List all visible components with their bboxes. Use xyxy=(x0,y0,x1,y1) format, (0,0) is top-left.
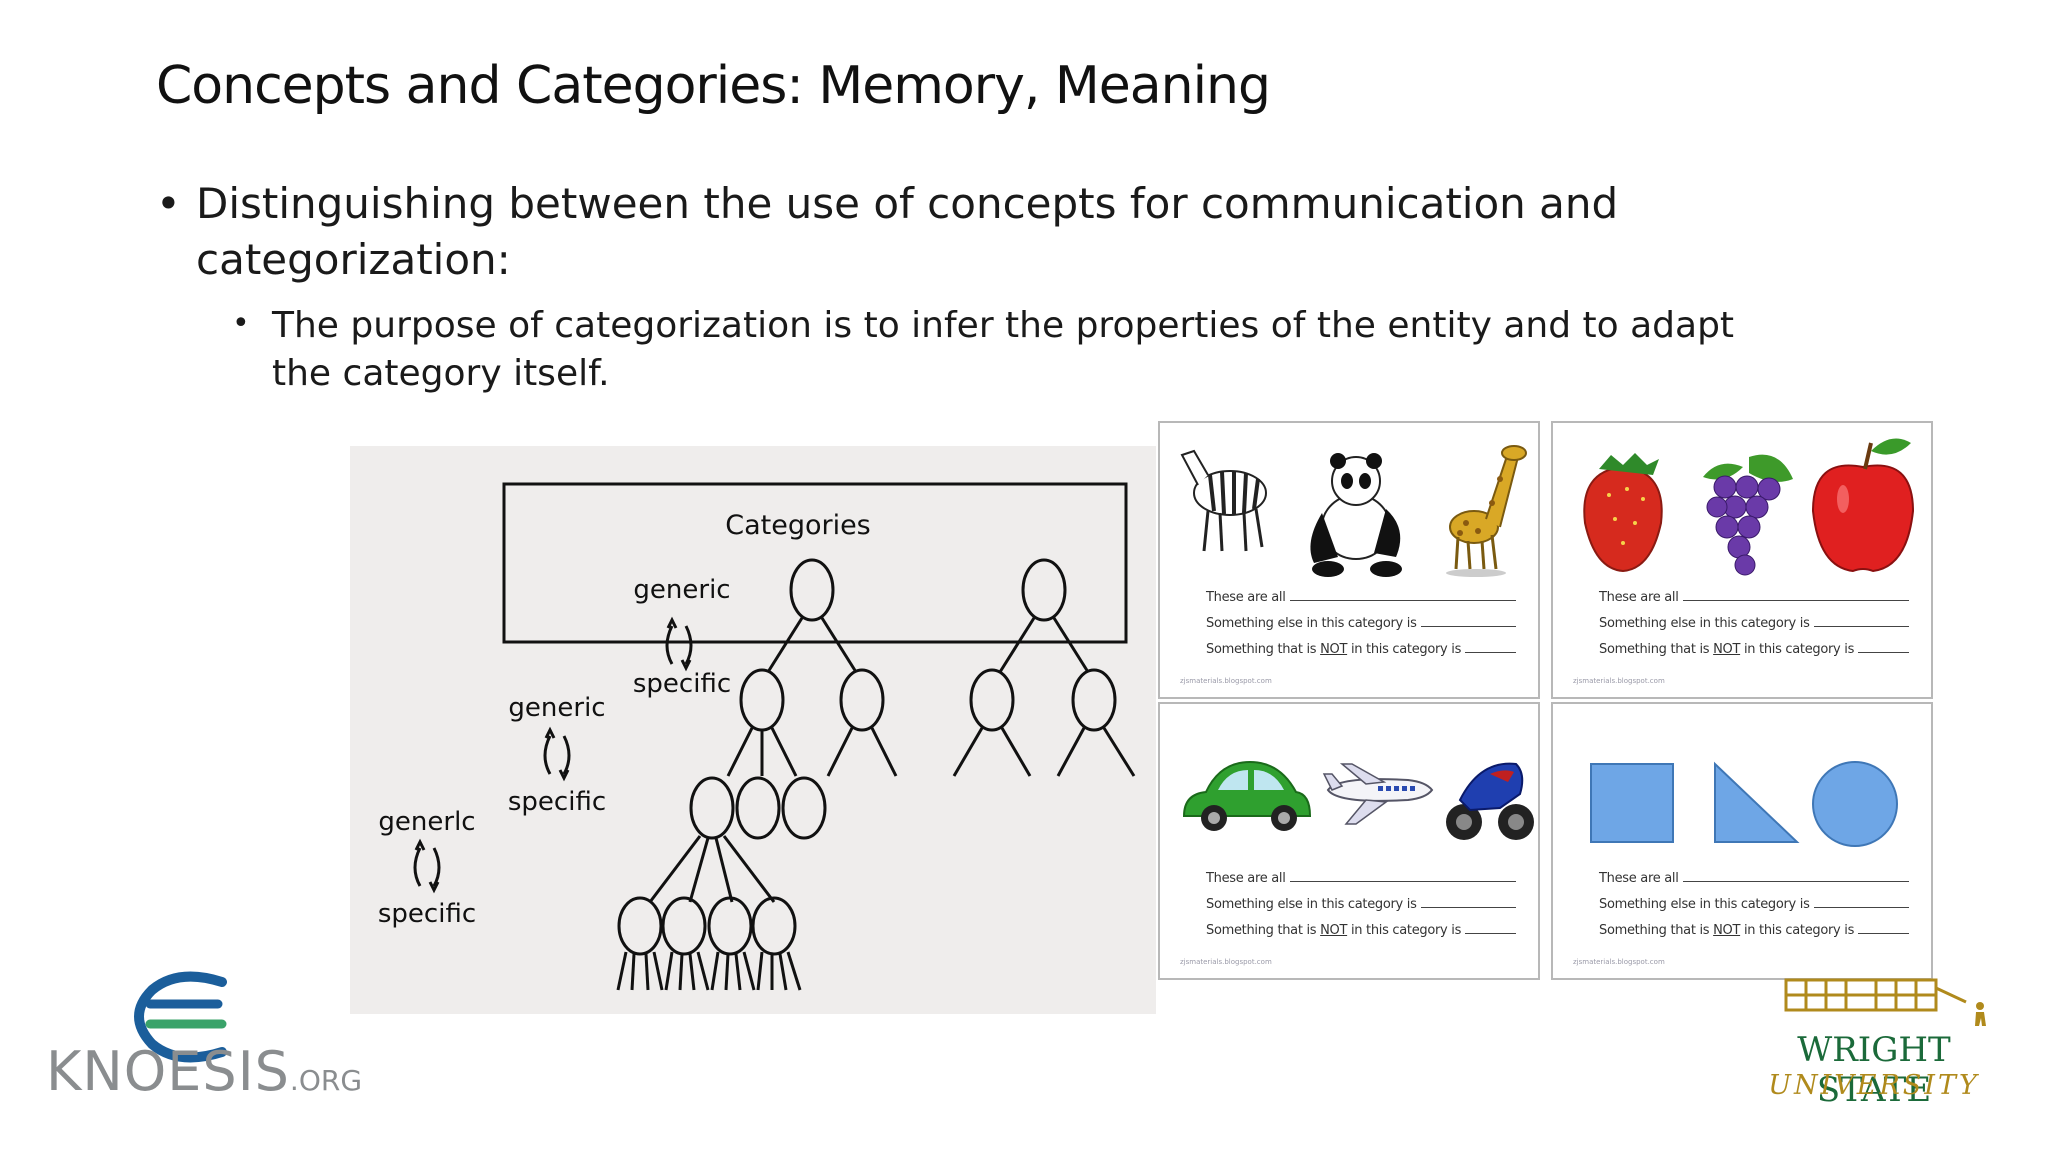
worksheet-line: Something that is NOT in this category i… xyxy=(1206,918,1516,944)
worksheet-line: Something else in this category is xyxy=(1599,611,1909,637)
answer-blank[interactable] xyxy=(1683,866,1909,882)
worksheet-lines: These are all Something else in this cat… xyxy=(1206,866,1516,944)
worksheet-fruit: These are all Something else in this cat… xyxy=(1551,421,1933,699)
answer-blank[interactable] xyxy=(1421,611,1516,627)
bullet-level-1: • Distinguishing between the use of conc… xyxy=(156,176,1636,288)
worksheet-line: Something else in this category is xyxy=(1599,892,1909,918)
worksheet-line: These are all xyxy=(1206,585,1516,611)
worksheet-line: These are all xyxy=(1206,866,1516,892)
airplane-icon xyxy=(1324,764,1432,824)
car-icon xyxy=(1184,762,1310,831)
worksheet-credit: zjsmaterials.blogspot.com xyxy=(1180,958,1272,966)
worksheet-vehicles: These are all Something else in this cat… xyxy=(1158,702,1540,980)
worksheet-line: These are all xyxy=(1599,585,1909,611)
motorcycle-icon xyxy=(1446,764,1534,840)
panda-icon xyxy=(1310,453,1402,577)
categories-label: Categories xyxy=(725,510,871,541)
worksheet-credit: zjsmaterials.blogspot.com xyxy=(1573,677,1665,685)
grapes-icon xyxy=(1703,455,1793,575)
bullet-2-text: The purpose of categorization is to infe… xyxy=(272,305,1734,394)
worksheet-line: Something else in this category is xyxy=(1206,892,1516,918)
vehicle-pictures xyxy=(1160,704,1538,864)
answer-blank[interactable] xyxy=(1858,637,1909,653)
answer-blank[interactable] xyxy=(1465,918,1516,934)
answer-blank[interactable] xyxy=(1683,585,1909,601)
triangle-icon xyxy=(1715,764,1797,842)
answer-blank[interactable] xyxy=(1290,866,1516,882)
generic-label: generic xyxy=(508,693,605,723)
answer-blank[interactable] xyxy=(1290,585,1516,601)
worksheet-line: Something that is NOT in this category i… xyxy=(1206,637,1516,663)
wsu-subtitle: UNIVERSITY xyxy=(1742,1070,2006,1101)
fruit-pictures xyxy=(1553,423,1931,583)
worksheet-credit: zjsmaterials.blogspot.com xyxy=(1180,677,1272,685)
worksheet-line: Something that is NOT in this category i… xyxy=(1599,918,1909,944)
answer-blank[interactable] xyxy=(1421,892,1516,908)
person-icon xyxy=(1975,1002,1986,1026)
bullet-dot: • xyxy=(156,176,181,232)
apple-icon xyxy=(1813,439,1913,572)
animal-pictures xyxy=(1160,423,1538,583)
answer-blank[interactable] xyxy=(1858,918,1909,934)
specific-label: specific xyxy=(508,787,606,817)
shape-pictures xyxy=(1553,704,1931,864)
worksheet-animals: These are all Something else in this cat… xyxy=(1158,421,1540,699)
slide-title: Concepts and Categories: Memory, Meaning xyxy=(156,56,1270,116)
worksheet-lines: These are all Something else in this cat… xyxy=(1206,585,1516,663)
answer-blank[interactable] xyxy=(1814,892,1909,908)
answer-blank[interactable] xyxy=(1814,611,1909,627)
specific-label: specific xyxy=(633,669,731,699)
hierarchy-diagram: Categories generic specific generic spec… xyxy=(350,446,1156,1014)
worksheet-shapes: These are all Something else in this cat… xyxy=(1551,702,1933,980)
giraffe-icon xyxy=(1446,446,1526,577)
category-hierarchy-figure: Categories generic specific generic spec… xyxy=(350,446,1156,1014)
circle-icon xyxy=(1813,762,1897,846)
zebra-icon xyxy=(1182,451,1266,551)
generic-label: generlc xyxy=(378,807,475,837)
knoesis-wordmark: KNOESIS.ORG xyxy=(46,1040,362,1103)
square-icon xyxy=(1591,764,1673,842)
answer-blank[interactable] xyxy=(1465,637,1516,653)
worksheet-line: These are all xyxy=(1599,866,1909,892)
bullet-1-text: Distinguishing between the use of concep… xyxy=(196,179,1618,284)
strawberry-icon xyxy=(1584,453,1661,571)
worksheet-lines: These are all Something else in this cat… xyxy=(1599,866,1909,944)
worksheet-lines: These are all Something else in this cat… xyxy=(1599,585,1909,663)
worksheet-line: Something else in this category is xyxy=(1206,611,1516,637)
specific-label: specific xyxy=(378,899,476,929)
worksheet-line: Something that is NOT in this category i… xyxy=(1599,637,1909,663)
worksheet-credit: zjsmaterials.blogspot.com xyxy=(1573,958,1665,966)
bullet-dot: • xyxy=(232,300,250,348)
bullet-level-2: • The purpose of categorization is to in… xyxy=(232,302,1792,398)
generic-label: generic xyxy=(633,575,730,605)
